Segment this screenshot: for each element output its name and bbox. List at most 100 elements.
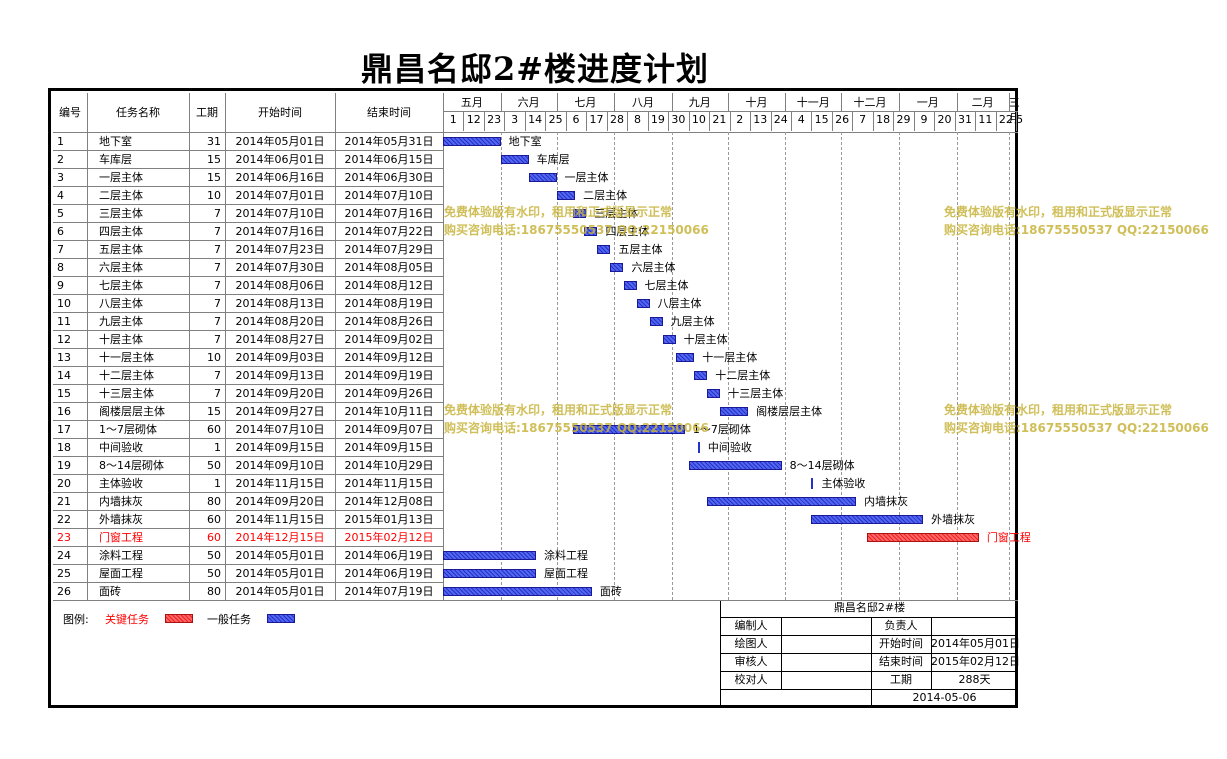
task-duration: 7: [214, 243, 221, 256]
tick-divider: [852, 111, 854, 131]
gantt-bar-label: 主体验收: [821, 477, 866, 490]
row-divider: [53, 510, 443, 511]
task-name: 十三层主体: [99, 387, 154, 400]
info-row-line: [721, 671, 1018, 672]
tick-divider: [668, 111, 670, 131]
month-label: 十月: [745, 96, 768, 109]
row-divider: [53, 384, 443, 385]
gantt-bar: [811, 515, 924, 524]
gantt-bar-label: 六层主体: [631, 261, 676, 274]
gantt-bar: [707, 389, 721, 398]
row-divider: [53, 528, 443, 529]
tick-divider: [647, 111, 649, 131]
tick-label: 2: [736, 113, 744, 126]
info-block-border: [720, 601, 721, 705]
gantt-bar-label: 二层主体: [583, 189, 628, 202]
watermark-line1: 免费体验版有水印，租用和正式版显示正常: [444, 205, 673, 219]
gantt-bar: [694, 371, 708, 380]
task-name: 中间验收: [99, 441, 143, 454]
gantt-bar-label: 内墙抹灰: [864, 495, 909, 508]
tick-divider: [893, 111, 895, 131]
row-divider: [53, 348, 443, 349]
task-name: 8～14层砌体: [99, 459, 164, 472]
task-duration: 60: [207, 423, 221, 436]
task-duration: 50: [207, 459, 221, 472]
legend-label: 图例:: [63, 613, 89, 626]
watermark-line2: 购买咨询电话:18675550537 QQ:22150066: [944, 421, 1209, 435]
info-col-line: [781, 617, 782, 689]
tick-label: 30: [671, 113, 686, 126]
info-col-line: [931, 617, 932, 689]
task-start: 2014年07月10日: [235, 207, 325, 220]
month-divider: [727, 93, 729, 111]
task-name: 内墙抹灰: [99, 495, 143, 508]
gantt-bar: [688, 461, 782, 470]
gantt-bar: [610, 263, 624, 272]
column-divider: [225, 93, 226, 600]
task-name: 五层主体: [99, 243, 143, 256]
page-title: 鼎昌名邸2#楼进度计划: [360, 50, 710, 88]
task-duration: 7: [214, 279, 221, 292]
info-row-line: [721, 689, 1018, 690]
month-label: 十二月: [853, 96, 887, 109]
task-name: 地下室: [99, 135, 132, 148]
task-id: 26: [57, 585, 71, 598]
task-start: 2014年08月27日: [235, 333, 325, 346]
tick-divider: [811, 111, 813, 131]
gantt-bar: [675, 353, 695, 362]
tick-divider: [586, 111, 588, 131]
month-gridline: [785, 132, 787, 600]
task-name: 面砖: [99, 585, 121, 598]
gantt-bar: [662, 335, 676, 344]
task-id: 22: [57, 513, 71, 526]
legend-critical-swatch: [165, 614, 193, 623]
gantt-bar: [443, 587, 592, 596]
row-divider: [53, 474, 443, 475]
row-divider: [53, 546, 443, 547]
task-duration: 31: [207, 135, 221, 148]
gantt-bar-label: 四层主体: [605, 225, 650, 238]
task-start: 2014年09月10日: [235, 459, 325, 472]
task-end: 2014年07月10日: [344, 189, 434, 202]
gantt-bar: [867, 533, 979, 542]
info-duration-value: 288天: [958, 673, 991, 686]
tick-divider: [709, 111, 711, 131]
task-end: 2014年07月16日: [344, 207, 434, 220]
gantt-bar-label: 阁楼层层主体: [756, 405, 823, 418]
column-divider: [335, 93, 336, 600]
month-label: 五月: [460, 96, 483, 109]
task-start: 2014年07月16日: [235, 225, 325, 238]
gantt-bar: [720, 407, 749, 416]
task-name: 二层主体: [99, 189, 143, 202]
task-name: 1～7层砌体: [99, 423, 157, 436]
task-id: 14: [57, 369, 71, 382]
row-divider: [53, 168, 443, 169]
row-divider: [53, 492, 443, 493]
task-end: 2014年09月26日: [344, 387, 434, 400]
task-duration: 7: [214, 261, 221, 274]
header-id: 编号: [59, 106, 81, 119]
month-label: 八月: [632, 96, 655, 109]
month-divider: [956, 93, 958, 111]
task-id: 10: [57, 297, 71, 310]
month-divider: [1008, 93, 1010, 111]
task-start: 2014年06月01日: [235, 153, 325, 166]
task-end: 2014年10月11日: [344, 405, 434, 418]
gantt-bar-label: 一层主体: [564, 171, 609, 184]
month-divider: [556, 93, 558, 111]
gantt-bar-label: 十一层主体: [702, 351, 758, 364]
tick-label: 12: [466, 113, 481, 126]
info-col-line: [871, 617, 872, 689]
info-row-line: [721, 617, 1018, 618]
task-name: 八层主体: [99, 297, 143, 310]
tick-label: 15: [814, 113, 829, 126]
task-id: 18: [57, 441, 71, 454]
task-name: 车库层: [99, 153, 132, 166]
row-divider: [53, 330, 443, 331]
month-gridline: [1008, 132, 1010, 600]
gantt-bar: [597, 245, 611, 254]
task-duration: 15: [207, 153, 221, 166]
month-gridline: [500, 132, 502, 600]
task-start: 2014年09月15日: [235, 441, 325, 454]
task-id: 25: [57, 567, 71, 580]
